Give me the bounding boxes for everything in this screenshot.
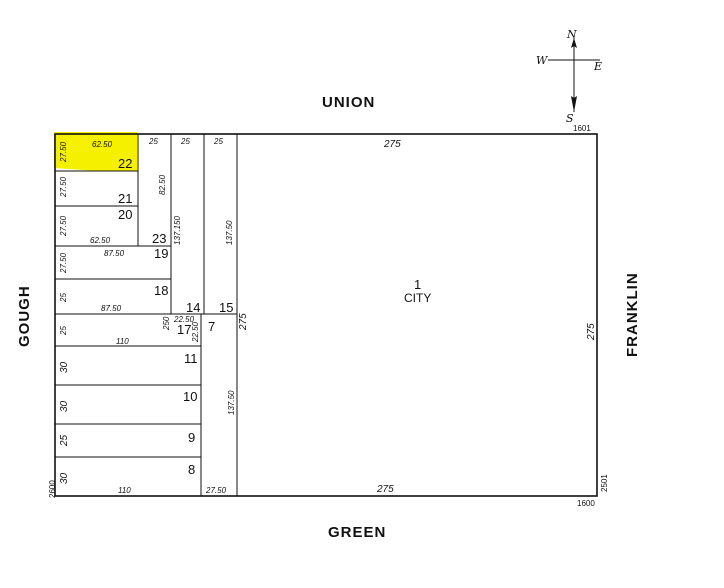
dimension-label: 87.50 [104, 249, 125, 258]
dimension-label: 27.50 [59, 141, 68, 163]
dimension-label: 82.50 [158, 174, 167, 195]
lot-number: 1 [414, 277, 421, 292]
street-gough: GOUGH [16, 285, 33, 347]
lot-number: 10 [183, 389, 197, 404]
dimension-label: 25 [59, 326, 68, 336]
compass-w: W [536, 54, 549, 67]
dimension-label: 25 [59, 434, 70, 447]
dimension-label: 22.50 [173, 315, 195, 324]
compass-rose-icon: N S E W [536, 28, 602, 125]
address-sw: 2600 [48, 480, 57, 498]
address-ne: 1601 [573, 124, 591, 133]
dimension-label: 25 [213, 137, 223, 146]
dimension-label: 137.50 [225, 220, 234, 245]
lot-number: 18 [154, 283, 168, 298]
dimension-label: 110 [118, 486, 131, 495]
dimension-label: 30 [59, 361, 70, 373]
street-union: UNION [322, 94, 375, 111]
dimension-label: 22.50 [191, 321, 200, 343]
dimension-label: 25 [180, 137, 190, 146]
dimension-label: 27.50 [59, 176, 68, 198]
lot-number: 20 [118, 207, 132, 222]
dimension-label: 250 [162, 316, 171, 331]
lot-owner: CITY [404, 291, 431, 305]
lot-number: 21 [118, 191, 132, 206]
dimension-label: 25 [59, 293, 68, 303]
block-outline [54, 133, 598, 497]
compass-e: E [593, 60, 602, 73]
dimension-label: 275 [586, 323, 597, 341]
lot-number: 9 [188, 430, 195, 445]
dimension-label: 275 [238, 313, 249, 331]
dimension-label: 110 [116, 337, 129, 346]
street-green: GREEN [328, 524, 386, 541]
dimension-label: 275 [383, 139, 401, 150]
dimension-label: 27.50 [59, 215, 68, 237]
lot-number: 14 [186, 300, 200, 315]
dimension-label: 62.50 [92, 140, 113, 149]
lot-number: 15 [219, 300, 233, 315]
lot-number: 7 [208, 319, 215, 334]
dimension-label: 27.50 [205, 486, 227, 495]
lot-22-highlight [54, 132, 137, 171]
lot-number: 8 [188, 462, 195, 477]
street-franklin: FRANKLIN [624, 272, 641, 357]
dimension-label: 87.50 [101, 304, 122, 313]
compass-s: S [566, 112, 574, 125]
dimension-label: 25 [148, 137, 158, 146]
lot-number: 22 [118, 156, 132, 171]
compass-n: N [566, 28, 577, 41]
address-se-side: 2501 [600, 474, 609, 492]
dimension-label: 137.50 [227, 390, 236, 415]
lot-number: 17 [177, 322, 191, 337]
lot-number: 23 [152, 231, 166, 246]
lot-number: 19 [154, 246, 168, 261]
dimension-label: 27.50 [59, 252, 68, 274]
dimension-label: 137.150 [173, 216, 182, 245]
dimension-label: 30 [59, 400, 70, 412]
address-se: 1600 [577, 499, 595, 508]
dimension-label: 275 [376, 484, 394, 495]
lot-number: 11 [184, 351, 198, 366]
dimension-label: 62.50 [90, 236, 111, 245]
dimension-label: 30 [59, 472, 70, 484]
